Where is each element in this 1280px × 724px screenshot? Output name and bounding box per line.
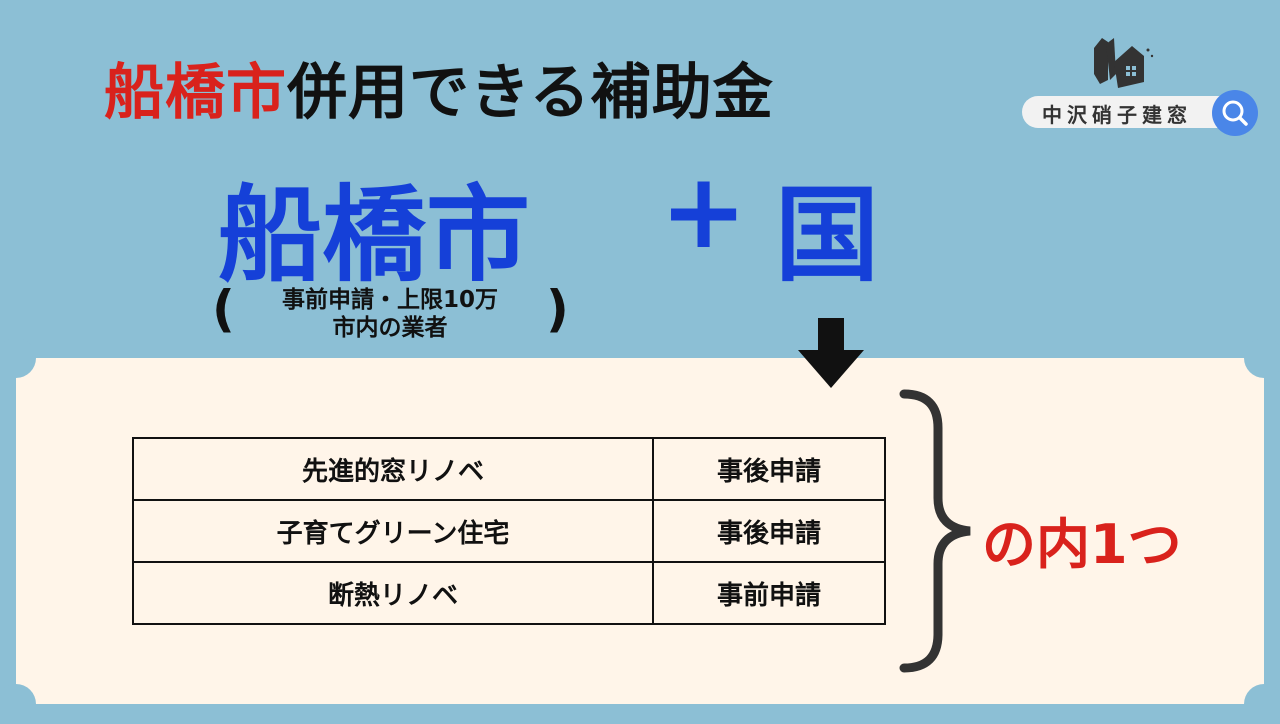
result-label: の内1つ (982, 513, 1182, 576)
plus-sign: + (660, 150, 748, 272)
open-paren: ( (212, 280, 235, 338)
table-row: 断熱リノベ事前申請 (132, 561, 886, 625)
title-rest: 併用できる補助金 (287, 58, 774, 128)
panel-corner (1244, 338, 1280, 378)
search-icon[interactable] (1212, 90, 1258, 136)
subsidy-name: 断熱リノベ (132, 561, 654, 625)
right-brace-icon (899, 389, 971, 673)
application-timing: 事前申請 (652, 561, 886, 625)
city-note-line2: 市内の業者 (332, 315, 448, 341)
table-row: 先進的窓リノベ事後申請 (132, 437, 886, 501)
brand-name: 中沢硝子建窓 (1042, 103, 1192, 127)
page-title: 船橋市併用できる補助金 (104, 44, 774, 131)
title-highlight: 船橋市 (104, 58, 287, 128)
panel-corner (0, 684, 36, 724)
close-paren: ) (546, 280, 569, 338)
down-arrow-icon (798, 318, 864, 388)
application-timing: 事後申請 (652, 499, 886, 563)
panel-corner (1244, 684, 1280, 724)
table-row: 子育てグリーン住宅事後申請 (132, 499, 886, 563)
city-label: 船橋市 (218, 174, 531, 296)
panel-corner (0, 338, 36, 378)
city-note: 事前申請・上限10万 市内の業者 (240, 286, 540, 342)
city-note-line1: 事前申請・上限10万 (281, 287, 498, 313)
subsidy-table: 先進的窓リノベ事後申請 子育てグリーン住宅事後申請 断熱リノベ事前申請 (132, 437, 886, 625)
brand-logo (1092, 34, 1156, 88)
subsidy-name: 子育てグリーン住宅 (132, 499, 654, 563)
application-timing: 事後申請 (652, 437, 886, 501)
nation-label: 国 (775, 174, 880, 296)
subsidy-name: 先進的窓リノベ (132, 437, 654, 501)
